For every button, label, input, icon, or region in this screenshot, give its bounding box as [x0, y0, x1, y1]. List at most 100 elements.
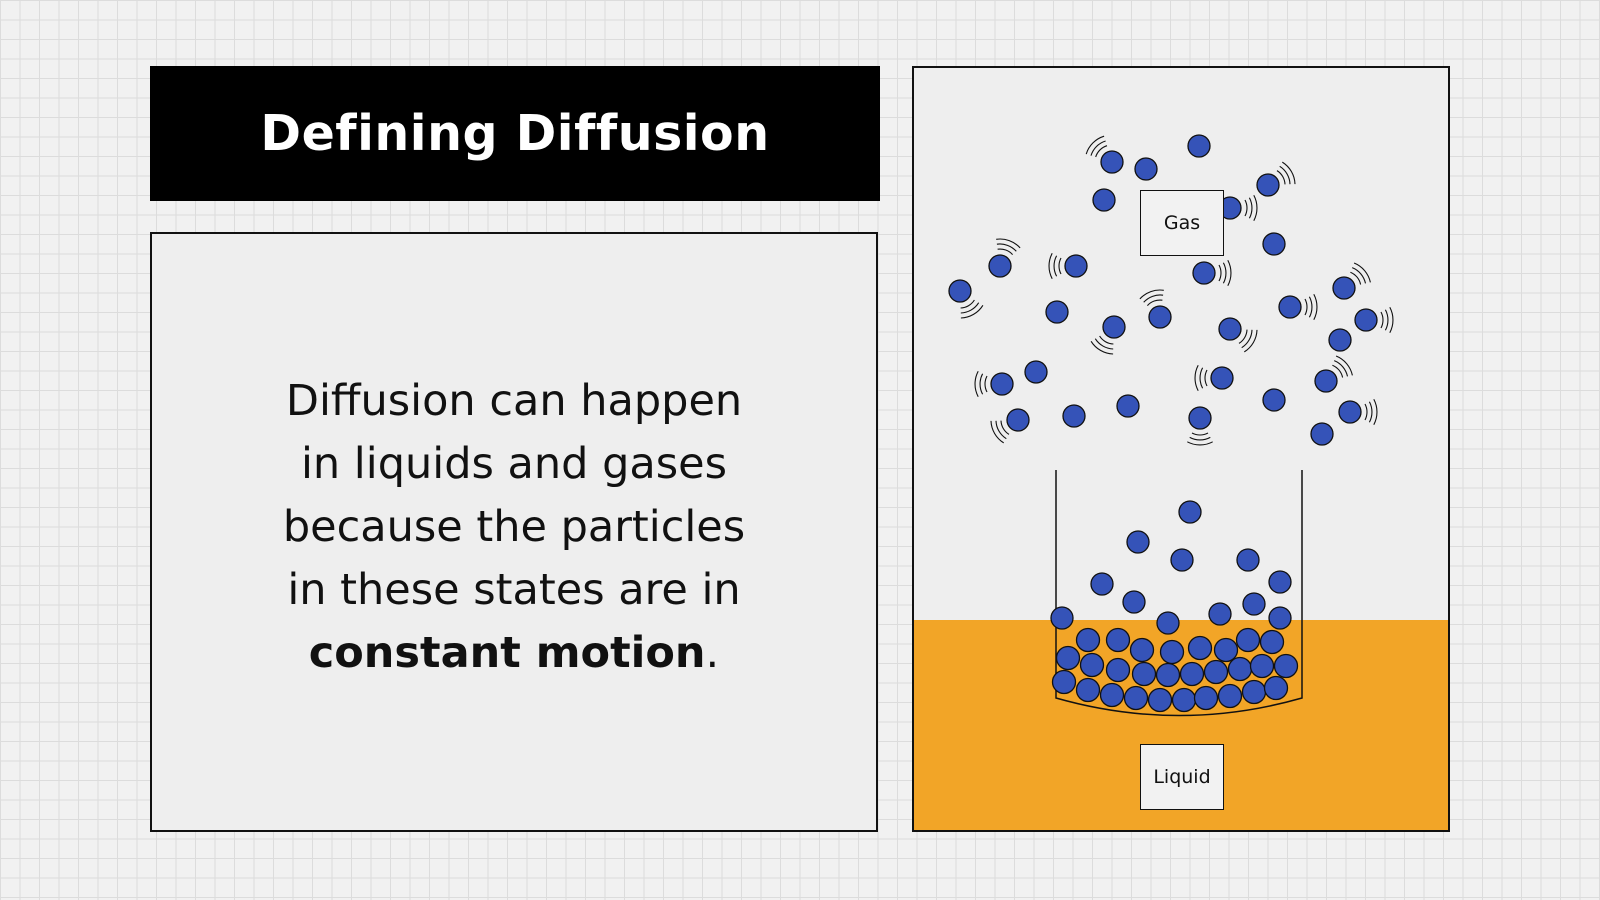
particle [1354, 308, 1378, 332]
motion-arc [1241, 329, 1253, 349]
particle [1259, 629, 1285, 655]
particle [1055, 645, 1081, 671]
diagram-canvas [914, 134, 1448, 830]
particle [1328, 328, 1352, 352]
motion-arc [1335, 355, 1353, 376]
motion-arc [1308, 296, 1313, 318]
particle [1188, 406, 1212, 430]
particle [1208, 602, 1232, 626]
motion-arc [1332, 364, 1344, 378]
particle [1242, 592, 1266, 616]
particle [1156, 611, 1180, 635]
particle [1218, 317, 1242, 341]
motion-lines [960, 135, 1394, 446]
explanation-line: constant motion. [283, 622, 745, 685]
particle [1105, 657, 1131, 683]
emphasis-text: constant motion [308, 627, 706, 678]
motion-arc [1187, 441, 1213, 446]
particle [1148, 305, 1172, 329]
motion-arc [997, 248, 1014, 255]
motion-arc [1058, 257, 1062, 275]
particle [1131, 661, 1157, 687]
motion-arc [1281, 161, 1296, 185]
particle [1075, 627, 1101, 653]
motion-arc [995, 420, 1007, 440]
particle [1210, 366, 1234, 390]
particle [1024, 360, 1048, 384]
particle [1051, 669, 1077, 695]
motion-arc [996, 238, 1021, 249]
motion-arc [1380, 311, 1384, 329]
particle [1050, 606, 1074, 630]
particle [1123, 685, 1149, 711]
motion-arc [960, 302, 980, 314]
explanation-line: because the particles [282, 501, 746, 552]
particle [1187, 134, 1211, 158]
particle [1045, 300, 1069, 324]
explanation-line: in these states are in [287, 564, 741, 615]
motion-arc [990, 420, 1005, 444]
motion-arc [1351, 267, 1367, 284]
particle [1241, 679, 1267, 705]
motion-arc [1276, 170, 1286, 185]
particle [1262, 232, 1286, 256]
motion-arc [1304, 298, 1308, 316]
particle [1268, 570, 1292, 594]
particle [1310, 422, 1334, 446]
motion-arc [960, 304, 984, 319]
particle [1126, 530, 1150, 554]
liquid-label: Liquid [1140, 744, 1224, 810]
particle [1006, 408, 1030, 432]
motion-arc [1090, 340, 1114, 355]
particle [1100, 150, 1124, 174]
particle [1075, 677, 1101, 703]
motion-arc [1194, 365, 1199, 391]
motion-arc [1204, 369, 1208, 387]
motion-arc [1000, 420, 1010, 435]
motion-arc [1368, 401, 1373, 423]
particle [1178, 500, 1202, 524]
particle [1134, 157, 1158, 181]
diffusion-diagram: Gas Liquid [912, 66, 1450, 832]
particle [988, 254, 1012, 278]
particle [1147, 687, 1173, 713]
particle [1187, 635, 1213, 661]
particle [1213, 637, 1239, 663]
particle [1256, 173, 1280, 197]
motion-arc [1090, 140, 1106, 156]
particle [1129, 637, 1155, 663]
sentence-end: . [705, 627, 720, 678]
particle [1062, 404, 1086, 428]
motion-arc [979, 373, 984, 395]
particle [1116, 394, 1140, 418]
motion-arc [1373, 399, 1378, 425]
motion-arc [1218, 264, 1222, 282]
motion-arc [996, 243, 1017, 252]
motion-arc [1253, 195, 1258, 221]
particle [1170, 548, 1194, 572]
particle [990, 372, 1014, 396]
motion-arc [1189, 436, 1211, 441]
particle [1236, 548, 1260, 572]
particle [1171, 687, 1197, 713]
particle [1338, 400, 1362, 424]
motion-arc [1143, 294, 1164, 303]
motion-arc [1099, 335, 1114, 345]
motion-arc [1389, 307, 1394, 333]
particle [1092, 188, 1116, 212]
particle [1064, 254, 1088, 278]
explanation-panel: Diffusion can happen in liquids and gase… [150, 232, 878, 832]
explanation-line: in liquids and gases [300, 438, 728, 489]
particle [1155, 662, 1181, 688]
motion-arc [974, 371, 979, 397]
particle [1203, 659, 1229, 685]
particle [1105, 627, 1131, 653]
motion-arc [984, 375, 988, 393]
motion-arc [1238, 329, 1248, 344]
particle [1099, 682, 1125, 708]
motion-arc [1053, 255, 1058, 277]
motion-arc [1199, 367, 1204, 389]
motion-arc [1085, 135, 1105, 155]
motion-arc [1243, 329, 1258, 353]
motion-arc [1244, 199, 1248, 217]
